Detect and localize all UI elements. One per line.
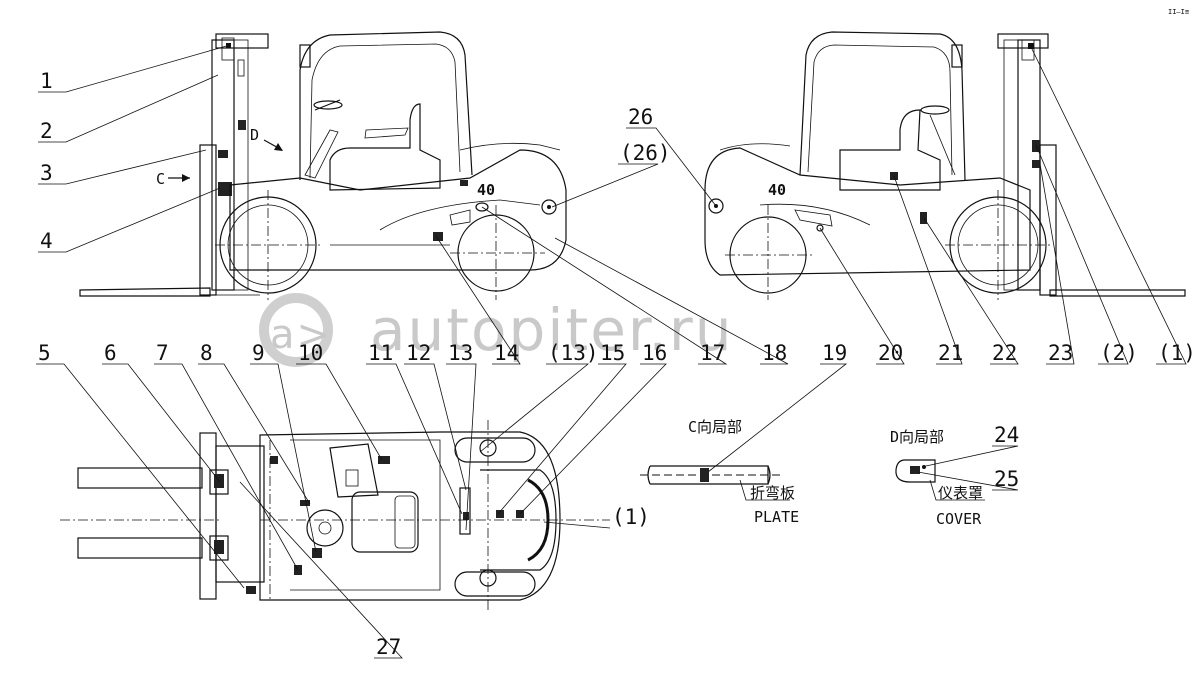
callout-2-paren: (2) — [1100, 341, 1138, 365]
detail-view-c: C向局部 折弯板 PLATE — [640, 418, 799, 526]
callouts-plan: (1) 27 — [239, 481, 650, 659]
detail-view-d: D向局部 24 25 仪表罩 COVER — [890, 423, 1019, 528]
detail-c-label-en: PLATE — [754, 508, 799, 526]
plan-view — [60, 420, 610, 610]
callout-24: 24 — [994, 423, 1019, 447]
callout-4: 4 — [40, 229, 53, 253]
callout-13: 13 — [448, 341, 473, 365]
callout-1: 1 — [40, 69, 53, 93]
detail-d-label-en: COVER — [936, 510, 982, 528]
callouts-top-right: 26 (26) — [551, 105, 717, 208]
callout-21: 21 — [938, 341, 963, 365]
callout-1-paren: (1) — [1158, 341, 1196, 365]
watermark: a> autopiter.ru — [259, 293, 733, 367]
view-arrow-d-left: D — [250, 126, 259, 144]
callout-26-paren: (26) — [620, 141, 671, 165]
callout-14: 14 — [494, 341, 519, 365]
callout-15: 15 — [600, 341, 625, 365]
callout-16: 16 — [642, 341, 667, 365]
callout-7: 7 — [156, 341, 169, 365]
callout-27: 27 — [376, 635, 401, 659]
callout-10: 10 — [298, 341, 323, 365]
callout-26: 26 — [628, 105, 653, 129]
callout-20: 20 — [878, 341, 903, 365]
callout-23: 23 — [1048, 341, 1073, 365]
callout-2: 2 — [40, 119, 53, 143]
right-side-view: 40 — [704, 31, 1186, 300]
watermark-text: autopiter.ru — [370, 296, 733, 364]
callout-19: 19 — [822, 341, 847, 365]
callout-5: 5 — [38, 341, 51, 365]
left-side-view: 40 C D — [79, 31, 567, 300]
detail-d-label-cn: 仪表罩 — [938, 484, 983, 502]
callout-8: 8 — [200, 341, 213, 365]
corner-mark: ΙΙ—Ι≡ — [1168, 8, 1189, 16]
callouts-bottom-row: 5 6 7 8 9 10 11 12 13 14 (13) 15 16 17 1… — [36, 44, 1196, 589]
callout-9: 9 — [252, 341, 265, 365]
view-arrow-c-left: C — [156, 170, 165, 188]
callout-25: 25 — [994, 467, 1019, 491]
svg-text:a>: a> — [270, 312, 332, 358]
detail-d-title: D向局部 — [890, 428, 944, 446]
callout-3: 3 — [40, 161, 53, 185]
callouts-top-left: 1 2 3 4 — [38, 44, 231, 253]
callout-13-paren: (13) — [548, 341, 599, 365]
callout-22: 22 — [992, 341, 1017, 365]
callout-6: 6 — [104, 341, 117, 365]
model-mark-right: 40 — [768, 181, 786, 199]
callout-11: 11 — [368, 341, 393, 365]
model-mark-left: 40 — [477, 181, 495, 199]
detail-c-label-cn: 折弯板 — [750, 484, 795, 502]
callout-12: 12 — [406, 341, 431, 365]
detail-c-title: C向局部 — [688, 418, 742, 436]
callout-plan-1-paren: (1) — [612, 505, 650, 529]
